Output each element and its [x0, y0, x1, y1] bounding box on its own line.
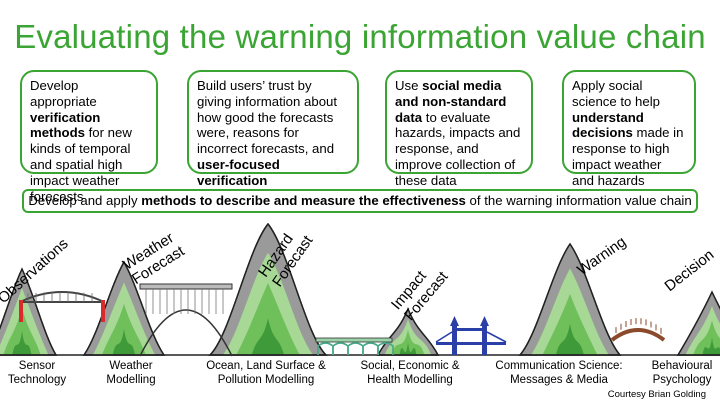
mountain-weather-forecast-grass-dark: [112, 328, 136, 355]
mountain-hazard-forecast-outline: [208, 222, 328, 356]
banner-text-bold: methods to describe and measure the effe…: [141, 193, 466, 208]
mountain-weather-forecast-outline: [82, 260, 166, 356]
blue-bridge-tower-left: [452, 326, 457, 355]
box-users-trust: Build users’ trust by giving information…: [187, 70, 359, 188]
box-text-part: verification methods: [30, 109, 101, 141]
effectiveness-banner: Develop and apply methods to describe an…: [22, 189, 698, 213]
box-text-part: Develop appropriate: [30, 78, 97, 109]
grey-bridge-arch: [139, 309, 233, 357]
bottom-label-social-economic-health: Social, Economic & Health Modelling: [350, 359, 470, 387]
label-line: Ocean, Land Surface &: [206, 360, 326, 372]
green-viaduct-arch: [362, 342, 379, 355]
mountain-warning-outline: [518, 242, 622, 356]
label-line: Technology: [7, 374, 67, 386]
label-line: Social, Economic &: [360, 360, 460, 372]
banner-text-after: of the warning information value chain: [465, 193, 692, 208]
image-credit: Courtesy Brian Golding: [607, 389, 706, 400]
box-text-part: made in response to high impact weather …: [572, 125, 684, 188]
label-line: Behavioural: [651, 360, 713, 372]
box-verification-methods: Develop appropriate verification methods…: [20, 70, 158, 204]
box-text-part: social media and non-standard data: [395, 78, 507, 125]
box-text-part: user-focused verification: [197, 156, 280, 188]
mountain-impact-forecast-grass-dark: [399, 342, 417, 355]
blue-bridge-spire-left: [450, 316, 459, 326]
blue-bridge-spire-right: [480, 316, 489, 326]
label-line: Communication Science:: [495, 360, 623, 372]
box-text-part: Apply social science to help: [572, 78, 660, 109]
banner-text-before: Develop and apply: [28, 193, 142, 208]
red-bridge-tower-right: [101, 300, 105, 322]
blue-bridge-tower-right: [482, 326, 487, 355]
box-text-part: understand decisions: [572, 109, 644, 141]
brown-footbridge-deck: [610, 328, 666, 342]
green-viaduct-arch: [377, 342, 394, 355]
label-line: Sensor: [18, 360, 56, 372]
bottom-label-ocean-land-surface: Ocean, Land Surface & Pollution Modelling: [196, 359, 336, 387]
slide-title: Evaluating the warning information value…: [14, 18, 706, 55]
red-bridge-tower-left: [19, 300, 23, 322]
label-line: Health Modelling: [367, 374, 453, 386]
value-chain-landscape: [0, 222, 720, 357]
green-viaduct-arch: [347, 342, 364, 355]
blue-bridge-walkway: [457, 328, 482, 331]
label-line: Pollution Modelling: [217, 374, 315, 386]
mountain-observations-grass-dark: [12, 330, 32, 355]
green-viaduct-arch: [332, 342, 349, 355]
label-line: Psychology: [652, 374, 712, 386]
green-viaduct-deck: [315, 337, 393, 343]
box-text-part: Build users’ trust by giving information…: [197, 78, 338, 157]
mountain-decision-outline: [676, 290, 720, 356]
box-social-media: Use social media and non-standard data t…: [385, 70, 533, 188]
grey-bridge-deck: [139, 283, 233, 290]
box-social-science: Apply social science to help understand …: [562, 70, 696, 188]
mountain-observations-outline: [0, 267, 58, 356]
mountain-warning-grass-dark: [556, 323, 584, 355]
box-text-part: for new kinds of temporal and spatial hi…: [30, 125, 132, 204]
mountain-hazard-forecast-grass-dark: [251, 318, 285, 355]
blue-bridge-deck: [436, 342, 506, 345]
mountain-decision-grass-dark: [702, 337, 720, 355]
box-text-part: Use: [395, 78, 423, 93]
blue-bridge-chains: [435, 331, 507, 343]
label-line: Weather: [109, 360, 153, 372]
box-text-part: to evaluate hazards, impacts and respons…: [395, 109, 521, 188]
bottom-label-communication-science: Communication Science: Messages & Media: [490, 359, 628, 387]
label-line: Modelling: [106, 374, 156, 386]
label-line: Messages & Media: [510, 374, 608, 386]
